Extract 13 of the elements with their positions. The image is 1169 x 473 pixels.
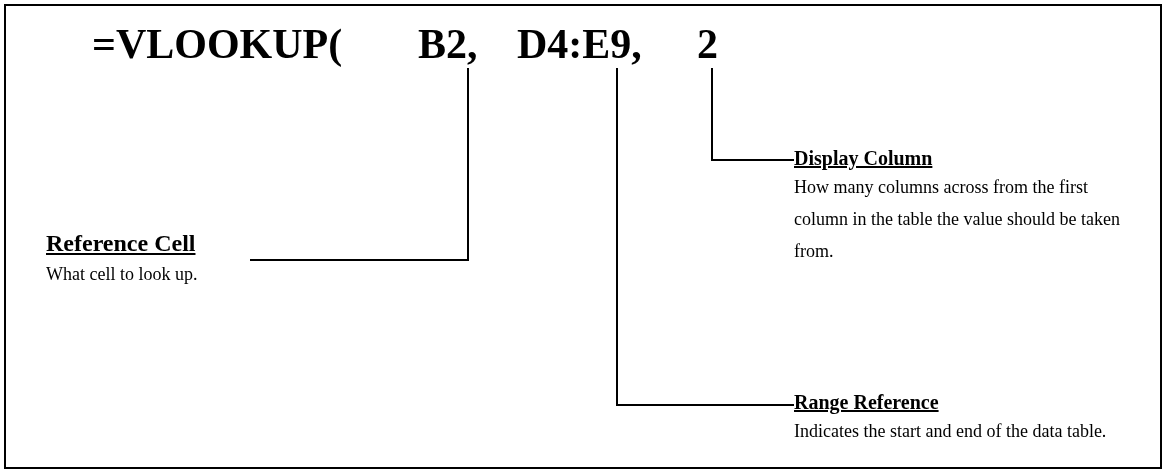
- annotation-heading: Reference Cell: [46, 229, 196, 258]
- formula-text: =VLOOKUP(: [92, 20, 343, 68]
- annotation-heading: Display Column: [794, 146, 933, 171]
- formula-argument: D4:E9,: [517, 20, 642, 68]
- formula-argument: B2,: [418, 20, 478, 68]
- annotation-heading: Range Reference: [794, 390, 939, 415]
- annotation-text: How many columns across from the first column in the table the value should be taken from.: [794, 176, 1121, 263]
- leader-line: [249, 67, 469, 261]
- annotation-text: What cell to look up.: [46, 263, 199, 286]
- leader-line: [711, 67, 795, 161]
- annotation-text: Indicates the start and end of the data table.: [794, 420, 1108, 443]
- leader-line: [616, 67, 795, 406]
- formula-argument: 2: [697, 20, 718, 68]
